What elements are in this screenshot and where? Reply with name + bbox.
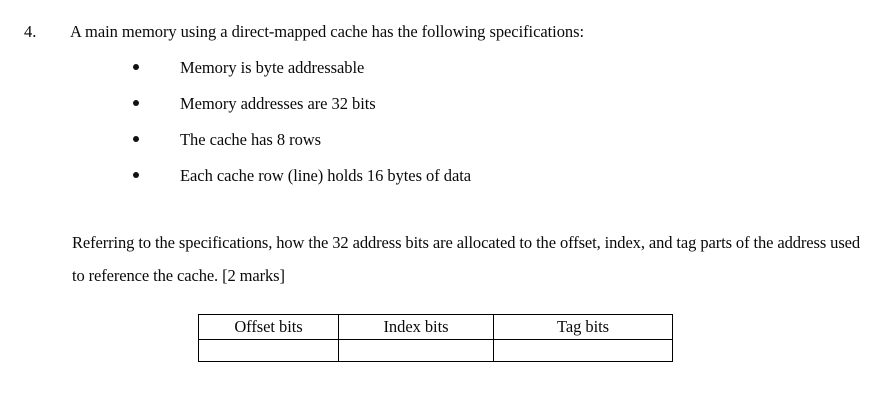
table-row: [198, 339, 673, 362]
table-header-index-bits: Index bits: [338, 314, 494, 340]
list-item: Memory is byte addressable: [0, 58, 888, 94]
bullet-point-icon: [133, 136, 139, 142]
table-header-tag-bits: Tag bits: [493, 314, 673, 340]
list-item-label: The cache has 8 rows: [180, 130, 322, 149]
answer-table-container: Offset bits Index bits Tag bits: [198, 314, 673, 362]
question-number: 4.: [24, 22, 37, 41]
bullet-point-icon: [133, 64, 139, 70]
specification-list: Memory is byte addressable Memory addres…: [0, 58, 888, 202]
question-intro-text: A main memory using a direct-mapped cach…: [70, 22, 585, 41]
question-header: 4. A main memory using a direct-mapped c…: [0, 22, 888, 42]
list-item-label: Memory is byte addressable: [180, 58, 365, 77]
list-item-label: Memory addresses are 32 bits: [180, 94, 376, 113]
answer-cell-tag-bits[interactable]: [493, 339, 673, 362]
bullet-point-icon: [133, 172, 139, 178]
answer-cell-index-bits[interactable]: [338, 339, 494, 362]
list-item: Each cache row (line) holds 16 bytes of …: [0, 166, 888, 202]
list-item: The cache has 8 rows: [0, 130, 888, 166]
answer-table: Offset bits Index bits Tag bits: [198, 314, 673, 362]
list-item-label: Each cache row (line) holds 16 bytes of …: [180, 166, 472, 185]
question-body-paragraph: Referring to the specifications, how the…: [72, 233, 861, 285]
answer-cell-offset-bits[interactable]: [198, 339, 339, 362]
bullet-point-icon: [133, 100, 139, 106]
list-item: Memory addresses are 32 bits: [0, 94, 888, 130]
table-header-row: Offset bits Index bits Tag bits: [198, 314, 673, 340]
table-header-offset-bits: Offset bits: [198, 314, 339, 340]
